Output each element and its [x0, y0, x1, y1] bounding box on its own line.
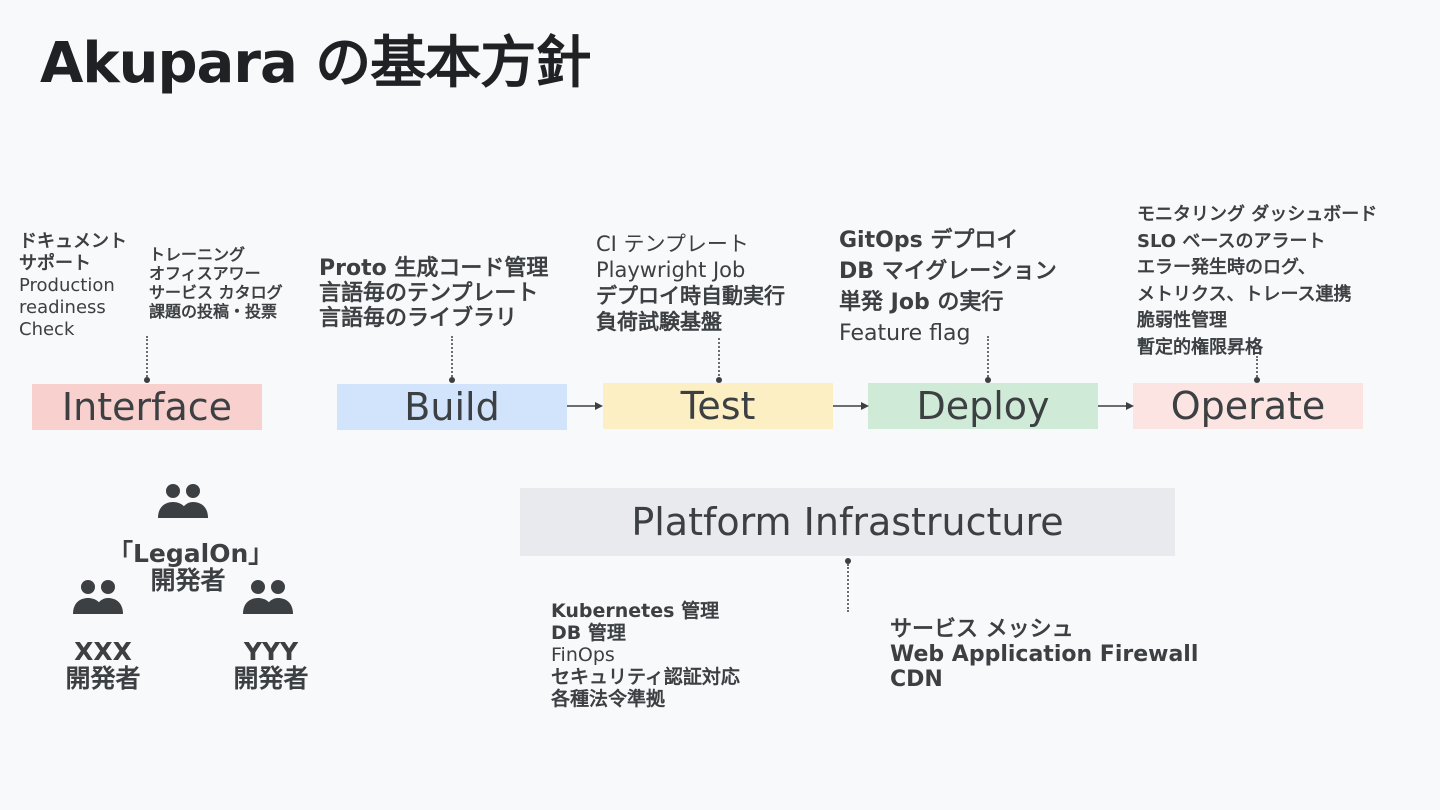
test-notes: CI テンプレート Playwright Job デプロイ時自動実行 負荷試験基…: [596, 231, 785, 335]
developer-group-role: 開発者: [150, 566, 226, 595]
page-title: Akupara の基本方針: [40, 31, 591, 96]
developer-group-name: YYY: [243, 637, 299, 666]
platform-connector: [847, 564, 849, 612]
platform-notes-left: Kubernetes 管理 DB 管理 FinOps セキュリティ認証対応 各種…: [551, 600, 740, 710]
build-notes: Proto 生成コード管理 言語毎のテンプレート 言語毎のライブラリ: [319, 256, 548, 331]
build-connector: [451, 336, 453, 380]
note-item: FinOps: [551, 644, 615, 666]
note-item: 脆弱性管理: [1137, 310, 1227, 331]
note-item: エラー発生時のログ、: [1137, 257, 1316, 278]
note-item: Kubernetes 管理: [551, 600, 720, 622]
operate-notes: モニタリング ダッシュボード SLO ベースのアラート エラー発生時のログ、 メ…: [1137, 202, 1377, 361]
note-item: モニタリング ダッシュボード: [1137, 204, 1378, 225]
stage-deploy-label: Deploy: [916, 384, 1050, 428]
test-connector-dot: [716, 377, 722, 383]
people-icon: [243, 580, 293, 614]
stage-deploy: Deploy: [868, 383, 1098, 429]
deploy-connector: [987, 336, 989, 380]
developer-group-yyy: YYY 開発者: [216, 638, 326, 692]
stage-build: Build: [337, 384, 567, 430]
note-item: オフィスアワー: [149, 264, 261, 283]
arrow-right-icon: [567, 402, 603, 410]
note-item: ドキュメント: [19, 231, 127, 252]
note-item: デプロイ時自動実行: [596, 284, 785, 308]
developer-group-name: XXX: [74, 637, 132, 666]
deploy-notes: GitOps デプロイ DB マイグレーション 単発 Job の実行 Featu…: [839, 225, 1057, 349]
developer-group-role: 開発者: [233, 664, 309, 693]
platform-connector-dot: [845, 558, 851, 564]
note-item: Check: [19, 319, 75, 340]
note-item: CDN: [890, 667, 943, 692]
people-icon: [158, 484, 208, 518]
note-item: メトリクス、トレース連携: [1137, 283, 1352, 305]
note-item: 課題の投稿・投票: [149, 302, 278, 321]
note-item: Playwright Job: [596, 258, 746, 282]
stage-operate: Operate: [1133, 383, 1363, 429]
note-item: Web Application Firewall: [890, 642, 1199, 667]
note-item: サービス メッシュ: [890, 617, 1074, 642]
note-item: セキュリティ認証対応: [551, 666, 740, 688]
test-connector: [718, 338, 720, 380]
note-item: 各種法令準拠: [551, 688, 666, 710]
stage-interface: Interface: [32, 384, 262, 430]
note-item: サポート: [19, 253, 91, 274]
stage-test-label: Test: [680, 384, 756, 428]
developer-group-name: 「LegalOn」: [108, 539, 274, 568]
interface-connector-dot: [144, 377, 150, 383]
note-item: CI テンプレート: [596, 232, 749, 256]
stage-operate-label: Operate: [1170, 384, 1326, 428]
developer-group-legalon: 「LegalOn」 開発者: [108, 539, 274, 595]
stage-interface-label: Interface: [61, 385, 233, 429]
note-item: GitOps デプロイ: [839, 228, 1019, 253]
note-item: トレーニング: [149, 245, 246, 264]
stage-build-label: Build: [404, 385, 500, 429]
note-item: 暫定的権限昇格: [1137, 336, 1263, 358]
arrow-right-icon: [1098, 402, 1134, 410]
platform-infrastructure-box: Platform Infrastructure: [520, 488, 1175, 556]
note-item: readiness: [19, 297, 106, 318]
arrow-right-icon: [833, 402, 869, 410]
note-item: 言語毎のライブラリ: [319, 306, 518, 331]
people-icon: [73, 580, 123, 614]
note-item: DB マイグレーション: [839, 259, 1057, 284]
stage-test: Test: [603, 383, 833, 429]
build-connector-dot: [449, 377, 455, 383]
developer-group-xxx: XXX 開発者: [48, 638, 158, 692]
note-item: Feature flag: [839, 321, 971, 346]
developer-group-role: 開発者: [65, 664, 141, 693]
note-item: 言語毎のテンプレート: [319, 281, 539, 306]
note-item: 単発 Job の実行: [839, 290, 1004, 315]
operate-connector: [1256, 356, 1258, 380]
platform-notes-right: サービス メッシュ Web Application Firewall CDN: [890, 617, 1198, 692]
note-item: DB 管理: [551, 622, 626, 644]
deploy-connector-dot: [985, 377, 991, 383]
note-item: Proto 生成コード管理: [319, 256, 549, 281]
interface-connector: [146, 336, 148, 380]
note-item: サービス カタログ: [149, 283, 283, 302]
note-item: SLO ベースのアラート: [1137, 230, 1326, 252]
note-item: 負荷試験基盤: [596, 310, 722, 334]
operate-connector-dot: [1254, 377, 1260, 383]
interface-notes-left: ドキュメント サポート Production readiness Check: [19, 231, 127, 341]
note-item: Production: [19, 275, 115, 296]
interface-notes-right: トレーニング オフィスアワー サービス カタログ 課題の投稿・投票: [149, 245, 283, 321]
platform-label: Platform Infrastructure: [631, 500, 1064, 544]
